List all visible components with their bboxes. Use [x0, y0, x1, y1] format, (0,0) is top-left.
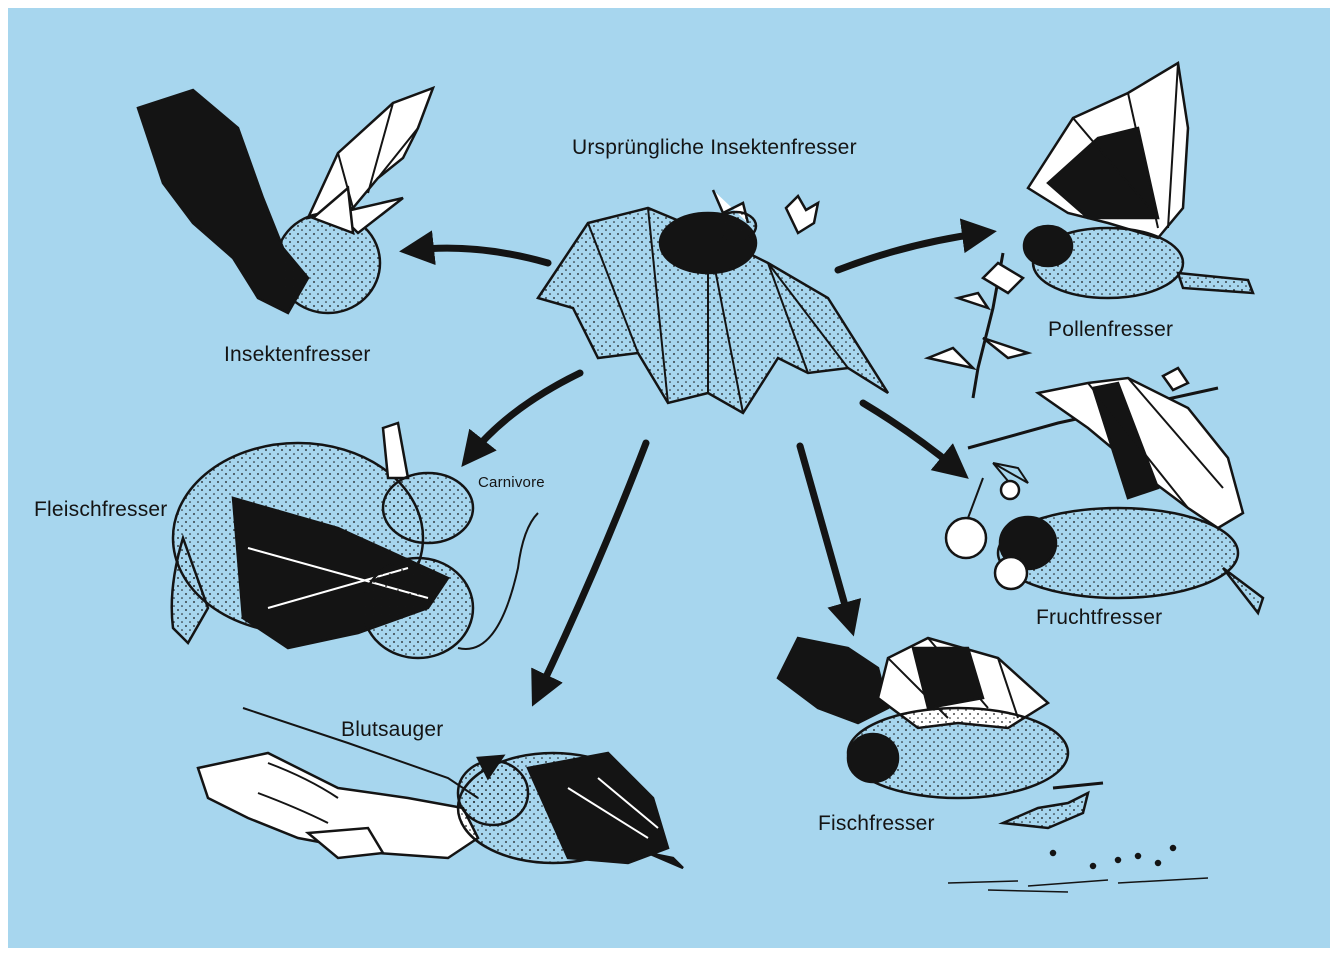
fruchtfresser-label: Fruchtfresser	[1036, 606, 1162, 630]
insectivore-bat-illustration	[138, 88, 433, 313]
fischfresser-label: Fischfresser	[818, 812, 935, 836]
arrow-to-fischfresser	[800, 446, 850, 623]
arrow-to-fruchtfresser	[863, 403, 958, 470]
arrow-to-blutsauger	[538, 443, 646, 694]
fruit-bat-illustration	[946, 368, 1263, 613]
carnivore-note: Carnivore	[478, 474, 545, 491]
fleischfresser-label: Fleischfresser	[34, 498, 168, 522]
arrow-to-fleischfresser	[470, 373, 580, 456]
fishing-bat-illustration	[778, 638, 1208, 892]
blutsauger-label: Blutsauger	[341, 718, 443, 742]
pollenfresser-label: Pollenfresser	[1048, 318, 1173, 342]
insektenfresser-label: Insektenfresser	[224, 343, 371, 367]
arrow-to-insektenfresser	[413, 248, 548, 263]
diagram-panel: Ursprüngliche Insektenfresser Insektenfr…	[8, 8, 1330, 948]
central-label: Ursprüngliche Insektenfresser	[572, 136, 857, 160]
central-bat-illustration	[538, 190, 888, 413]
arrow-to-pollenfresser	[838, 233, 983, 270]
carnivore-bat-illustration	[172, 423, 538, 658]
